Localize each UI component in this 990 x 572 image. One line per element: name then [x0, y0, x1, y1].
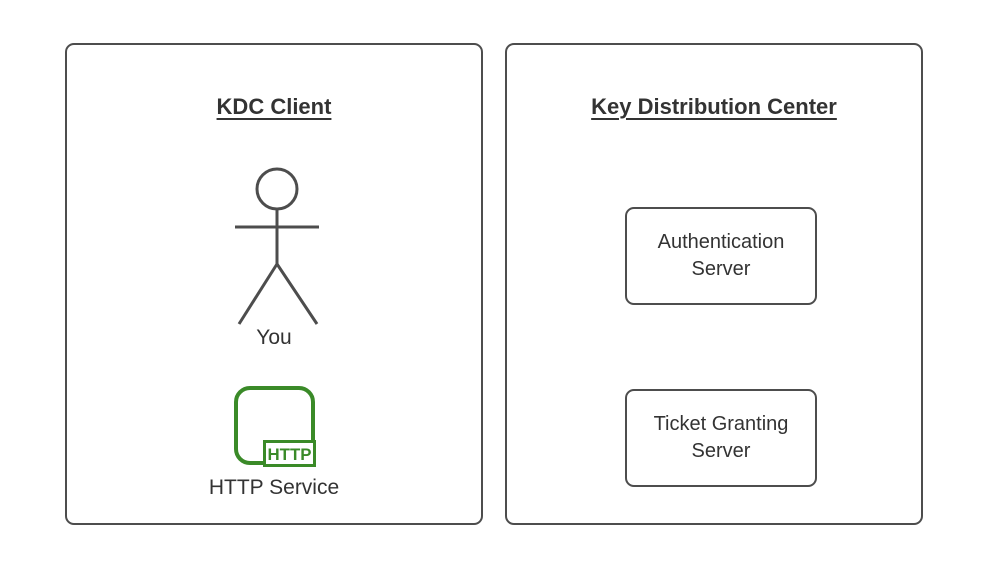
http-service-label: HTTP Service [208, 476, 340, 499]
http-service-icon: HTTP [234, 386, 316, 467]
key-distribution-center-panel: Key Distribution Center Authentication S… [505, 43, 923, 525]
authentication-server-label: Authentication Server [657, 231, 785, 280]
ticket-granting-server-label: Ticket Granting Server [653, 413, 789, 462]
kdc-client-panel: KDC Client You HTTP HTTP Service [65, 43, 483, 525]
person-icon [235, 167, 319, 325]
kdc-client-title: KDC Client [216, 94, 332, 119]
http-badge-label: HTTP [268, 445, 312, 464]
ticket-granting-server-node: Ticket Granting Server [625, 389, 817, 487]
authentication-server-node: Authentication Server [625, 207, 817, 305]
actor-label: You [256, 326, 292, 349]
key-distribution-center-title: Key Distribution Center [591, 94, 837, 119]
